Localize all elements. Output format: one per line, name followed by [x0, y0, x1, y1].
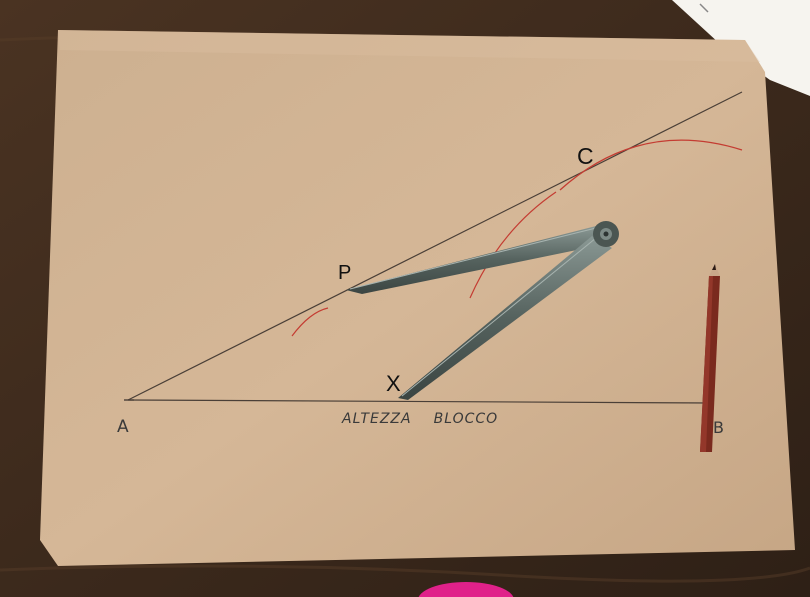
handwritten-caption: ALTEZZA BLOCCO — [342, 412, 498, 426]
red-pencil-icon — [700, 264, 720, 452]
point-x-label: X — [386, 371, 401, 396]
red-arc-c — [559, 139, 743, 191]
base-line-ab — [127, 399, 713, 404]
caption-word-blocco: BLOCCO — [433, 411, 499, 427]
drawing-compass-icon — [346, 221, 619, 400]
cardboard-sheet — [40, 30, 795, 566]
pink-object — [418, 582, 514, 597]
red-arc-mid — [469, 191, 557, 299]
diagonal-line-ac — [127, 91, 743, 401]
red-arc-p — [291, 307, 329, 337]
caption-word-altezza: ALTEZZA — [342, 411, 412, 427]
point-b-label: B — [713, 418, 724, 437]
point-p-label: P — [338, 262, 352, 284]
point-a-label: A — [117, 417, 129, 437]
point-c-label: C — [577, 143, 594, 169]
